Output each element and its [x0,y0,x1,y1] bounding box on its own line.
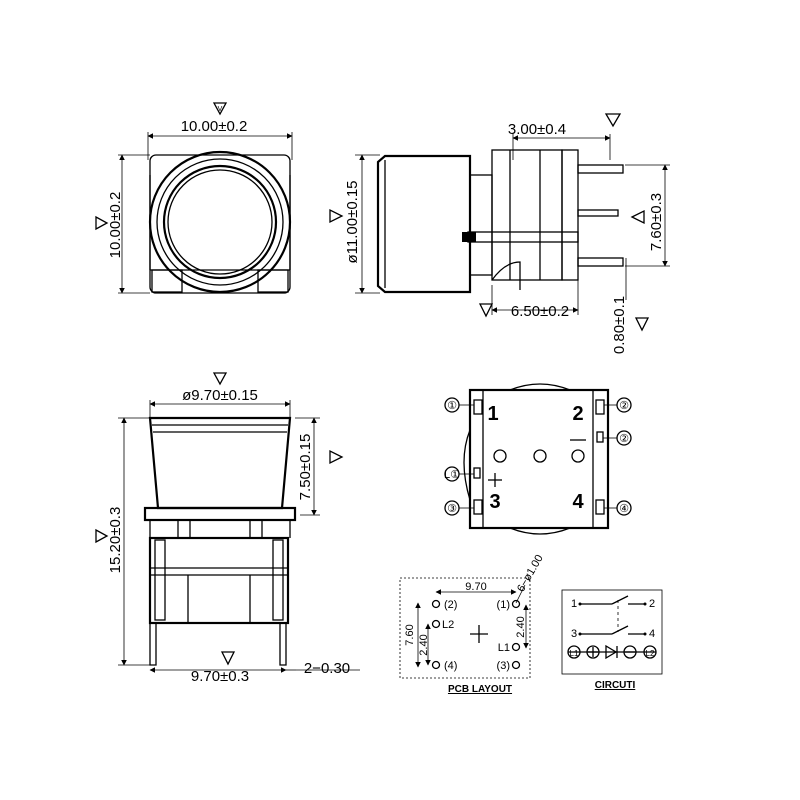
datum-marker [95,528,109,544]
pcb-layout: 9.70 6−ø1.00 7.60 2.40 2.40 (2) L2 (4) (… [399,553,546,695]
callout-4: ④ [619,503,629,515]
pcb-label-4: (4) [444,660,457,672]
circuit-label-4: 4 [649,628,655,640]
bottom-view: 1 2 3 4 ① ② ② L① ③ ④ [444,383,632,535]
bottom-pin-1: 1 [487,403,498,425]
lamp-label-l2: L2 [646,649,655,658]
diameter-dim: ø11.00±0.15 [344,180,361,263]
bottom-pin-4: 4 [572,491,584,513]
callout-2: ② [619,400,629,412]
front-view: ø9.70±0.15 7.50±0.15 1 [95,372,360,685]
pin-width-dim: 2−0.30 [304,660,350,677]
pcb-layout-title: PCB LAYOUT [448,684,512,695]
circuit-label-3: 3 [571,628,577,640]
datum-marker [630,209,645,225]
datum-marker [212,372,228,386]
pin-offset-dim: 3.00±0.4 [508,121,566,138]
pcb-spacing-left: 2.40 [418,634,430,655]
svg-text:V: V [218,106,223,113]
pcb-height: 7.60 [404,624,416,645]
pin-height-dim: 7.60±0.3 [648,193,665,251]
datum-marker [329,449,344,465]
pcb-label-1: (1) [497,599,510,611]
datum-marker [329,208,344,224]
callout-l1: L① [444,469,460,481]
top-width-dim: 10.00±0.2 [181,118,248,135]
cap-diameter-dim: ø9.70±0.15 [182,387,258,404]
side-view: 3.00±0.4 ø11.00±0.15 7.60±0.3 [329,113,670,354]
pcb-label-2: (2) [444,599,457,611]
pin-thickness-dim: 0.80±0.1 [611,296,628,354]
cap-height-dim: 7.50±0.15 [297,434,314,501]
circuit-title: CIRCUTI [595,680,636,691]
datum-marker [220,651,236,666]
base-width-dim: 9.70±0.3 [191,668,249,685]
top-view: V 10.00±0.2 10.00±0.2 [95,102,293,294]
pcb-spacing-right: 2.40 [515,616,527,637]
pcb-label-3: (3) [497,660,510,672]
datum-marker [478,303,494,318]
pcb-label-l2: L2 [442,619,454,631]
pcb-width: 9.70 [465,581,486,593]
datum-marker: V [212,102,228,116]
top-height-dim: 10.00±0.2 [107,192,124,259]
circuit-label-2: 2 [649,598,655,610]
callout-1: ① [447,400,457,412]
body-depth-dim: 6.50±0.2 [511,303,569,320]
bottom-pin-2: 2 [572,403,583,425]
total-height-dim: 15.20±0.3 [107,507,124,574]
datum-marker [95,215,109,231]
pcb-hole: 6−ø1.00 [515,553,546,594]
circuit-diagram: 1 2 3 4 L1 L2 CIRCUTI [561,589,663,691]
datum-marker [634,317,650,332]
pcb-label-l1: L1 [498,642,510,654]
callout-2b: ② [619,433,629,445]
bottom-pin-3: 3 [489,491,500,513]
lamp-label-l1: L1 [570,649,579,658]
circuit-label-1: 1 [571,598,577,610]
datum-marker [604,113,622,128]
callout-3: ③ [447,503,457,515]
